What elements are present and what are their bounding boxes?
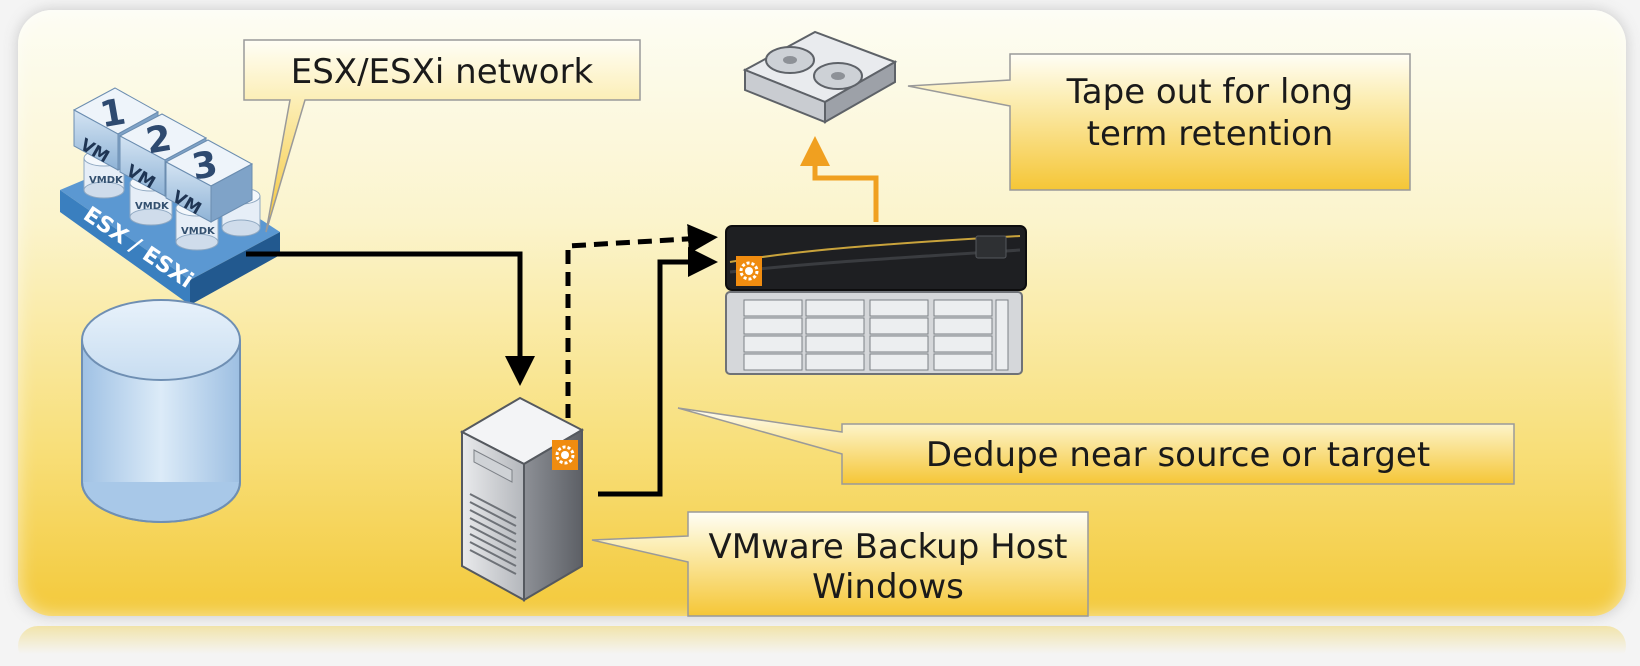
svg-text:VMDK: VMDK [89,175,124,186]
callout-dedupe-text: Dedupe near source or target [926,435,1430,475]
svg-text:VMDK: VMDK [181,226,216,237]
callout-tape-out: Tape out for long term retention [907,53,1411,191]
callout-tape-out-line2: term retention [1087,114,1334,154]
dedupe-appliance-icon [725,225,1027,375]
vm-cube-3: 3 VM [164,139,254,223]
arrow-backup-host-to-appliance [598,247,718,497]
arrow-dashed-source-dedupe [565,223,718,418]
diagram-canvas: ESX / ESXi VMDK VMDK VMDK [60,30,1515,617]
callout-esx-network: ESX/ESXi network [243,39,641,233]
callout-backup-host-line1: VMware Backup Host [708,527,1067,567]
callout-esx-network-text: ESX/ESXi network [291,52,594,92]
disk-bay-grid [743,299,993,371]
callout-backup-host: VMware Backup Host Windows [591,511,1089,617]
tower-vent [469,493,517,575]
callout-tape-out-line1: Tape out for long [1066,72,1354,112]
arrow-appliance-to-tape [800,136,879,222]
esx-host-icon: ESX / ESXi VMDK VMDK VMDK [60,87,280,305]
gear-icon [552,440,578,470]
callout-dedupe: Dedupe near source or target [677,407,1515,485]
svg-text:VMDK: VMDK [135,201,170,212]
storage-cylinder-icon [81,299,241,523]
tape-drive-icon [742,30,898,124]
backup-server-icon [459,396,585,602]
arrow-esx-to-backup-host [246,251,535,386]
gear-icon [736,256,762,286]
callout-backup-host-line2: Windows [812,567,964,607]
